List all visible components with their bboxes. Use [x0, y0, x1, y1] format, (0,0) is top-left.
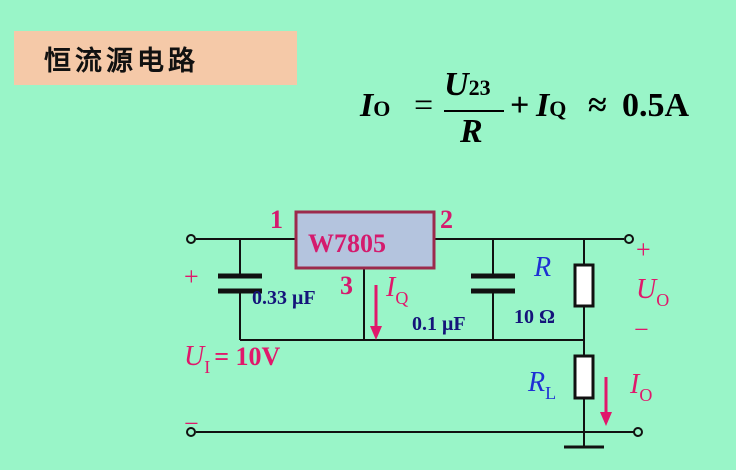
c1-value: 0.33 μF [252, 287, 316, 309]
pin2-label: 2 [440, 205, 453, 234]
page-title: 恒流源电路 [44, 45, 199, 77]
plus-out: + [636, 235, 651, 264]
pin1-label: 1 [270, 205, 283, 234]
iq-label: IQ [385, 272, 408, 308]
formula-equals: = [414, 87, 434, 124]
uo-label: UO [636, 274, 669, 310]
iq-arrow-head [370, 326, 382, 340]
io-label: IO [629, 369, 652, 405]
pin3-label: 3 [340, 271, 353, 300]
r-value: 10 Ω [514, 306, 555, 328]
terminal-in-bottom [186, 427, 196, 437]
resistor-rl [573, 354, 595, 400]
ui-label: UI= 10V [184, 341, 281, 377]
formula-approx: ≈ [588, 87, 607, 124]
resistor-r [573, 263, 595, 308]
io-arrow-head [600, 412, 612, 426]
plus-in: + [184, 262, 199, 291]
terminal-out-bottom [633, 427, 643, 437]
terminal-out-top [624, 234, 634, 244]
formula-numerator: U23 [444, 66, 491, 103]
minus-out: − [634, 315, 649, 344]
regulator-label: W7805 [308, 229, 386, 258]
formula: IO = U23 R + IQ ≈ 0.5A [360, 66, 720, 162]
rl-symbol: RL [527, 367, 556, 403]
fraction-bar [444, 110, 504, 112]
formula-iq: IQ [536, 87, 567, 124]
formula-lhs: IO [360, 87, 391, 124]
terminal-in-top [186, 234, 196, 244]
formula-value: 0.5A [622, 87, 690, 124]
formula-denominator: R [460, 113, 483, 150]
c2-value: 0.1 μF [412, 313, 466, 335]
minus-in: − [184, 409, 199, 438]
title-box: 恒流源电路 [14, 31, 297, 85]
r-symbol: R [533, 252, 551, 283]
regulator-box [294, 210, 436, 270]
formula-plus: + [510, 87, 530, 124]
